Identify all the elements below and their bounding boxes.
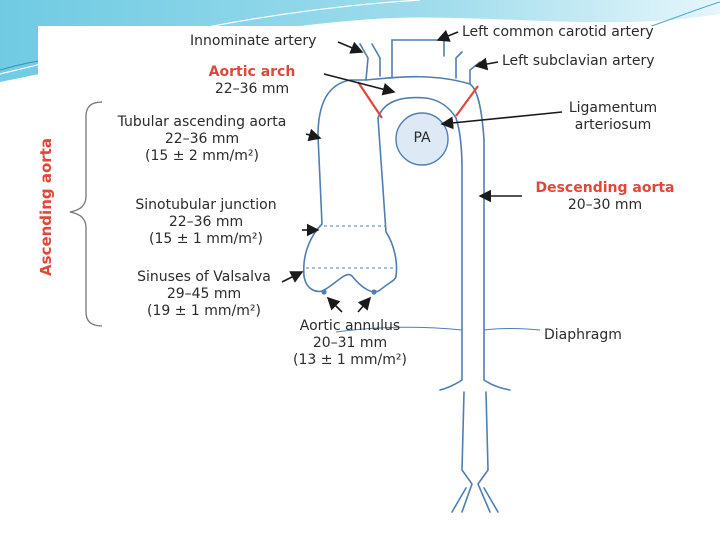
- sinuses-bottom: [303, 273, 397, 293]
- label-left-subclavian: Left subclavian artery: [502, 53, 655, 69]
- label-annulus-size: 20–31 mm: [312, 335, 388, 351]
- label-tubular-group: Tubular ascending aorta 22–36 mm (15 ± 2…: [104, 114, 300, 165]
- descending-lower-left: [461, 391, 473, 513]
- ascending-left-wall-low: [302, 135, 323, 277]
- arrow-tubular: [305, 128, 322, 142]
- arrow-annulus-right: [357, 296, 372, 313]
- arrow-ligamentum: [440, 111, 563, 130]
- ascending-left-wall: [317, 43, 369, 137]
- descending-left-wall: [439, 117, 463, 391]
- content-panel: [38, 26, 682, 512]
- annulus-dot-right: [371, 289, 377, 295]
- arrow-annulus-left: [326, 296, 343, 313]
- label-diaphragm: Diaphragm: [544, 327, 622, 343]
- label-aortic-arch-size: 22–36 mm: [214, 81, 290, 97]
- label-pa: PA: [413, 130, 431, 146]
- label-sinuses-size: 29–45 mm: [166, 286, 242, 302]
- label-sinuses-index: (19 ± 1 mm/m²): [147, 303, 261, 319]
- descending-lower-right: [477, 391, 491, 513]
- label-arteriosum: arteriosum: [574, 117, 652, 133]
- iliac-right: [483, 487, 499, 513]
- arch-inner-curve: [377, 96, 457, 119]
- arch-outer: [365, 75, 485, 141]
- label-annulus-index: (13 ± 1 mm/m²): [293, 352, 407, 368]
- label-left-common-carotid: Left common carotid artery: [462, 24, 654, 40]
- innominate-branch: [371, 43, 381, 77]
- arrow-arch: [323, 73, 396, 96]
- arrow-subclavian: [474, 57, 499, 71]
- arrow-innominate: [337, 41, 364, 54]
- label-sinotubular-group: Sinotubular junction 22–36 mm (15 ± 1 mm…: [120, 197, 292, 248]
- label-sinuses-group: Sinuses of Valsalva 29–45 mm (19 ± 1 mm/…: [124, 269, 284, 320]
- label-sinotubular-index: (15 ± 1 mm/m²): [149, 231, 263, 247]
- arch-boundary-right: [455, 85, 479, 117]
- label-descending-group: Descending aorta 20–30 mm: [522, 180, 688, 214]
- label-sinotubular-junction: Sinotubular junction: [135, 197, 277, 213]
- carotid-branch-left: [391, 39, 445, 79]
- label-aortic-arch-group: Aortic arch 22–36 mm: [190, 64, 314, 98]
- label-aortic-arch: Aortic arch: [208, 64, 296, 80]
- ascending-bracket: [69, 101, 103, 327]
- diaphragm-line: [335, 326, 541, 333]
- label-ascending-aorta-side: Ascending aorta: [37, 138, 55, 276]
- label-tubular-ascending: Tubular ascending aorta: [117, 114, 287, 130]
- annulus-dot-left: [321, 289, 327, 295]
- arrow-carotid: [436, 29, 459, 42]
- label-ligamentum: Ligamentum: [568, 100, 658, 116]
- pointer-arrows: [281, 29, 563, 313]
- arch-boundary-left: [357, 81, 383, 119]
- top-wave-band: [0, 0, 720, 82]
- ascending-right-wall: [377, 117, 398, 277]
- iliac-left: [451, 487, 467, 513]
- aorta-vessel: [302, 39, 511, 513]
- label-descending-size: 20–30 mm: [567, 197, 643, 213]
- descending-right-wall: [483, 139, 511, 391]
- label-tubular-index: (15 ± 2 mm/m²): [145, 148, 259, 164]
- arrow-sinuses: [281, 271, 304, 283]
- label-annulus-group: Aortic annulus 20–31 mm (13 ± 1 mm/m²): [282, 318, 418, 369]
- pulmonary-artery-circle: [395, 112, 449, 166]
- label-ligamentum-group: Ligamentum arteriosum: [556, 100, 670, 134]
- label-descending-aorta: Descending aorta: [535, 180, 675, 196]
- label-tubular-size: 22–36 mm: [164, 131, 240, 147]
- label-innominate-artery: Innominate artery: [190, 33, 317, 49]
- label-sinuses-valsalva: Sinuses of Valsalva: [137, 269, 271, 285]
- label-sinotubular-size: 22–36 mm: [168, 214, 244, 230]
- label-aortic-annulus: Aortic annulus: [299, 318, 401, 334]
- carotid-branch-right: [455, 51, 463, 79]
